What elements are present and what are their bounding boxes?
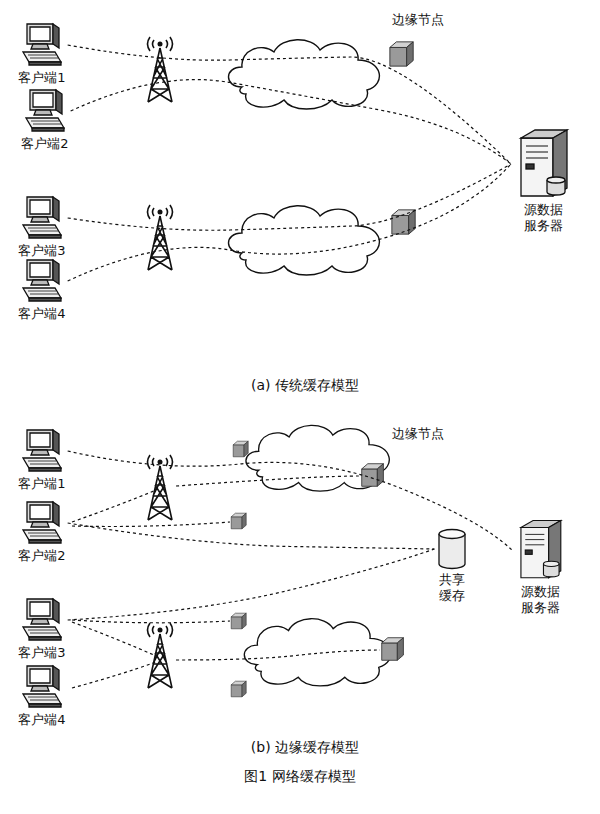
node-label: 共享 缓存 — [436, 572, 467, 605]
node-label: 客户端2 — [18, 548, 65, 564]
dashed-link — [71, 80, 511, 164]
base-station — [148, 623, 173, 688]
dashed-link — [68, 164, 511, 281]
link — [72, 490, 156, 522]
client-icon — [19, 428, 65, 474]
link — [72, 662, 156, 688]
edge-node-cube — [233, 441, 248, 457]
client-icon — [19, 664, 65, 710]
figure-caption: 图1 网络缓存模型 — [244, 768, 355, 786]
client: 客户端2 — [21, 88, 68, 152]
network-a — [148, 37, 416, 275]
edge-node-cube — [231, 613, 246, 629]
link — [72, 522, 230, 527]
dashed-link — [68, 523, 435, 549]
node-label: 客户端1 — [18, 70, 65, 86]
client: 客户端3 — [18, 597, 65, 661]
node-label: 客户端4 — [18, 306, 65, 322]
client-icon — [19, 258, 65, 304]
source-server: 源数据 服务器 — [513, 128, 573, 235]
network-b — [72, 425, 403, 696]
client: 客户端2 — [18, 500, 65, 564]
cloud — [229, 206, 380, 275]
dashed-links — [72, 476, 380, 688]
link — [176, 476, 360, 486]
base-station — [148, 37, 173, 102]
client: 客户端4 — [18, 258, 65, 322]
source-server-icon — [513, 128, 573, 200]
dashed-link — [68, 45, 511, 164]
client: 客户端3 — [18, 195, 65, 259]
shared-cache-icon — [437, 528, 467, 570]
source-server-icon — [514, 518, 566, 582]
cloud — [244, 619, 390, 686]
edge-node-cube — [362, 464, 384, 487]
edge-node-cube — [382, 638, 404, 661]
subfigure-caption: (a) 传统缓存模型 — [251, 377, 359, 395]
node-label: 客户端4 — [18, 712, 65, 728]
node-label: 源数据 服务器 — [521, 202, 565, 235]
client: 客户端4 — [18, 664, 65, 728]
client: 客户端1 — [18, 22, 65, 86]
node-label: 客户端3 — [18, 243, 65, 259]
node-label: 客户端2 — [21, 136, 68, 152]
link — [72, 622, 156, 656]
dashed-link — [68, 549, 435, 620]
edge-node-cube — [390, 42, 413, 66]
node-label: 客户端3 — [18, 645, 65, 661]
edge-node-label: 边缘节点 — [392, 11, 444, 29]
dashed-link — [68, 164, 511, 230]
client-icon — [22, 88, 68, 134]
client-icon — [19, 500, 65, 546]
client-icon — [19, 597, 65, 643]
source-server: 源数据 服务器 — [514, 518, 566, 617]
client: 客户端1 — [18, 428, 65, 492]
link — [176, 650, 380, 660]
client-icon — [19, 195, 65, 241]
edge-node-cube — [392, 210, 415, 234]
edge-node-label: 边缘节点 — [392, 425, 444, 443]
base-station — [148, 205, 173, 270]
client-icon — [19, 22, 65, 68]
edge-node-cube — [231, 681, 246, 697]
cloud — [229, 40, 380, 109]
link — [72, 620, 230, 623]
shared-cache: 共享 缓存 — [436, 528, 467, 605]
node-label: 客户端1 — [18, 476, 65, 492]
cloud — [246, 425, 389, 491]
subfigure-caption: (b) 边缘缓存模型 — [251, 739, 359, 757]
node-label: 源数据 服务器 — [518, 584, 562, 617]
edge-node-cube — [231, 513, 246, 529]
